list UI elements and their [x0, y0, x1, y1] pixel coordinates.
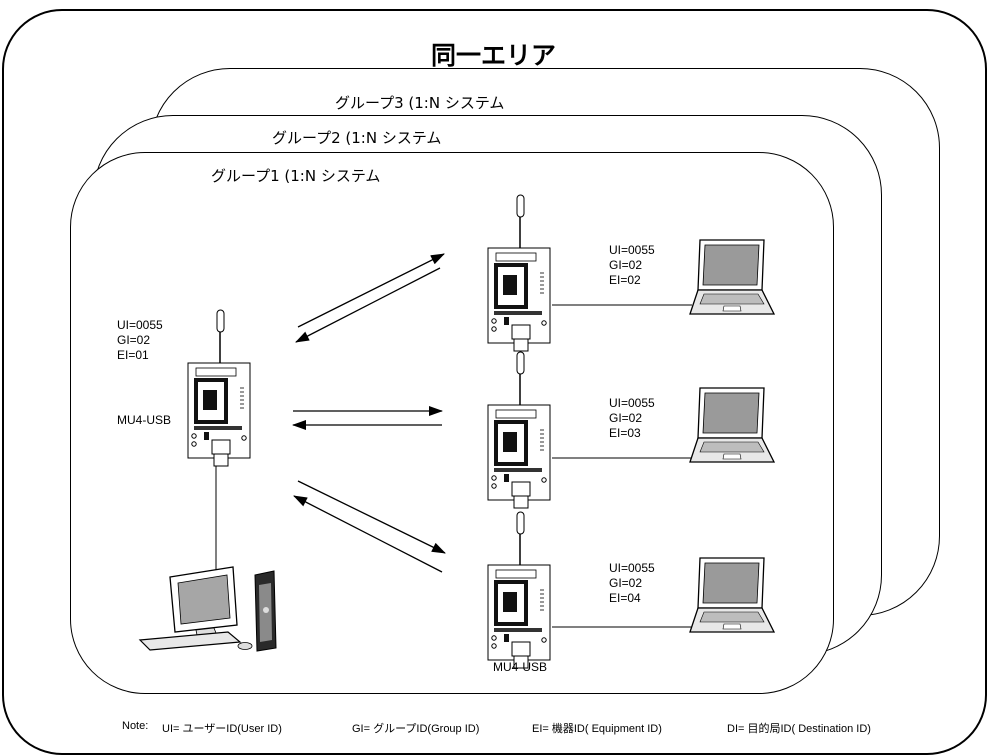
arrow-to-remote-3 — [297, 480, 446, 554]
remote2-ui: UI=0055 — [609, 396, 655, 410]
host-ei: EI=01 — [117, 348, 149, 362]
arrow-up-to-remote-1 — [297, 253, 445, 328]
host-device-label: MU4-USB — [117, 413, 172, 427]
host-gi: GI=02 — [117, 333, 151, 347]
legend-ui: UI= ユーザーID(User ID) — [162, 723, 282, 735]
area-title: 同一エリア — [430, 41, 556, 70]
group1-title: グループ1 (1:N システム — [211, 167, 381, 185]
remote-id-block-1: UI=0055 GI=02 EI=02 — [609, 243, 655, 288]
remote2-gi: GI=02 — [609, 411, 643, 425]
remote-id-block-3: UI=0055 GI=02 EI=04 — [609, 561, 655, 606]
remote-id-block-2: UI=0055 GI=02 EI=03 — [609, 396, 655, 441]
arrow-down-to-host-1 — [295, 267, 441, 343]
remote3-ei: EI=04 — [609, 591, 641, 605]
laptop-icon-2 — [689, 387, 775, 463]
legend-di: DI= 目的局ID( Destination ID) — [727, 723, 871, 735]
host-id-block: UI=0055 GI=02 EI=01 — [117, 318, 163, 363]
remote-radio-module-icon-2 — [487, 351, 551, 509]
legend-gi: GI= グループID(Group ID) — [352, 723, 480, 735]
legend-note: Note: — [122, 720, 149, 732]
remote1-ei: EI=02 — [609, 273, 641, 287]
desktop-pc-icon — [138, 566, 277, 652]
remote3-gi: GI=02 — [609, 576, 643, 590]
group2-title: グループ2 (1:N システム — [272, 129, 442, 147]
remote1-gi: GI=02 — [609, 258, 643, 272]
legend-ei: EI= 機器ID( Equipment ID) — [532, 723, 662, 735]
host-radio-module-icon — [187, 309, 251, 467]
remote2-ei: EI=03 — [609, 426, 641, 440]
remote3-ui: UI=0055 — [609, 561, 655, 575]
remote-device-label: MU4-USB — [493, 660, 548, 674]
remote-radio-module-icon-3 — [487, 511, 551, 669]
laptop-icon-3 — [689, 557, 775, 633]
remote-radio-module-icon-1 — [487, 194, 551, 352]
group3-title: グループ3 (1:N システム — [335, 94, 505, 112]
host-ui: UI=0055 — [117, 318, 163, 332]
laptop-icon-1 — [689, 239, 775, 315]
arrow-to-host-3 — [293, 495, 443, 573]
remote1-ui: UI=0055 — [609, 243, 655, 257]
